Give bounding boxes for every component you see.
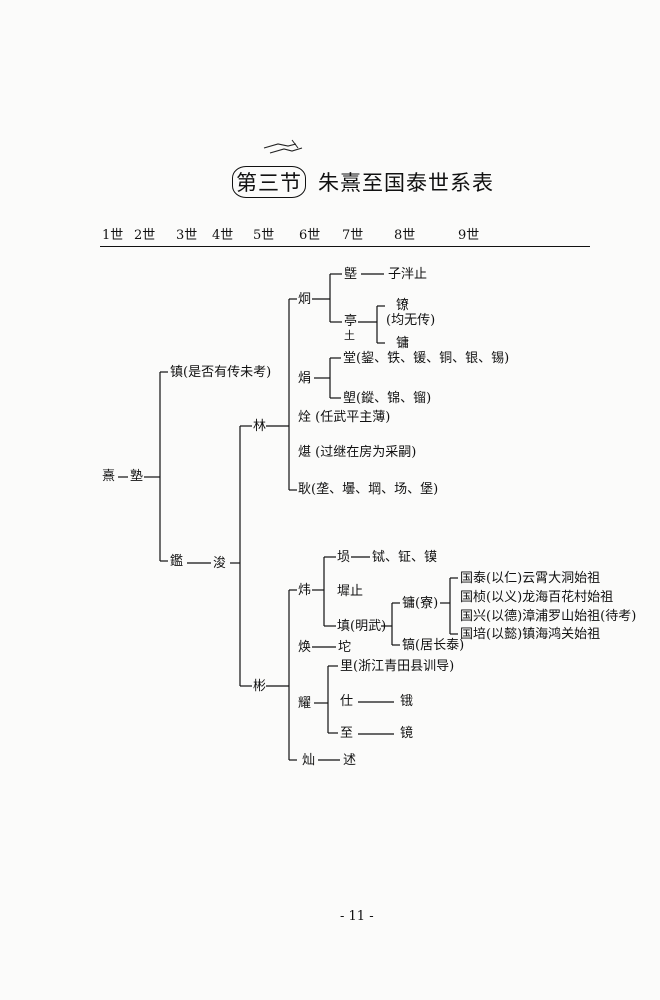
node-tian: 填(明武) [337, 619, 387, 634]
node-guotai: 国泰(以仁)云霄大洞始祖 [460, 571, 601, 586]
generation-header: 7世 [342, 228, 364, 243]
node-yong: 镛(寮) [402, 596, 439, 611]
node-li: 里(浙江青田县训导) [340, 659, 455, 674]
section-label: 第三节 [232, 166, 306, 198]
node-jian: 鑑 [170, 554, 184, 569]
pen-mark [263, 139, 303, 154]
generation-header: 4世 [212, 228, 234, 243]
node-tuo: 坨 [338, 640, 352, 655]
node-guoxing: 国兴(以德)漳浦罗山始祖(待考) [460, 609, 637, 624]
node-junwu: (均无传) [386, 313, 436, 328]
header-rule [100, 246, 590, 247]
node-jun: 浚 [213, 556, 227, 571]
node-xi: 熹 [102, 469, 116, 484]
node-yao: 耀 [298, 696, 312, 711]
node-chen: 煁 (过继在房为采嗣) [298, 445, 417, 460]
generation-header: 1世 [102, 228, 124, 243]
generation-header: 9世 [458, 228, 480, 243]
page-number: - 11 - [340, 909, 374, 924]
node-tingheng: 亭 [344, 314, 358, 329]
node-dian: 塱(鏦、锦、镏) [343, 391, 432, 406]
node-shu2: 述 [343, 753, 357, 768]
node-can: 灿 [302, 753, 316, 768]
generation-header: 2世 [134, 228, 156, 243]
node-e: 锇 [400, 694, 414, 709]
node-kunkids: 铽、钲、镆 [372, 550, 438, 565]
node-shu: 塾 [130, 469, 144, 484]
node-kun: 埙 [337, 550, 351, 565]
node-tingsub: 土 [344, 329, 355, 342]
node-tang: 镛 [396, 336, 410, 351]
node-zhen: 镇(是否有传未考) [170, 365, 272, 380]
generation-header: 6世 [299, 228, 321, 243]
node-tangs: 堂(鋆、铁、锾、铜、银、锡) [343, 351, 510, 366]
generation-header: 8世 [394, 228, 416, 243]
node-lin: 林 [253, 419, 267, 434]
generation-header: 5世 [253, 228, 275, 243]
node-wei: 炜 [298, 583, 312, 598]
node-quan: 烇 (任武平主薄) [298, 410, 391, 425]
node-ji1: 墍 [344, 267, 358, 282]
node-bin: 彬 [253, 679, 267, 694]
node-shi: 仕 [340, 694, 354, 709]
node-mei: 焆 [298, 371, 312, 386]
node-zipan: 子泮止 [388, 267, 428, 282]
node-guozhen: 国桢(以义)龙海百花村始祖 [460, 590, 614, 605]
node-chongzhi: 墀止 [337, 584, 364, 599]
node-huan: 焕 [298, 640, 312, 655]
node-zhi: 至 [340, 726, 354, 741]
generation-header: 3世 [176, 228, 198, 243]
page-title: 第三节朱熹至国泰世系表 [232, 166, 494, 198]
node-jing: 镣 [396, 298, 410, 313]
node-hao: 耿(垄、壜、堈、场、堡) [298, 482, 439, 497]
node-gao: 镐(居长泰) [402, 638, 465, 653]
node-jiong: 炯 [298, 292, 312, 307]
node-guopei: 国培(以懿)镇海鸿关始祖 [460, 627, 601, 642]
node-jingx: 镜 [400, 726, 414, 741]
title-text: 朱熹至国泰世系表 [318, 171, 494, 195]
